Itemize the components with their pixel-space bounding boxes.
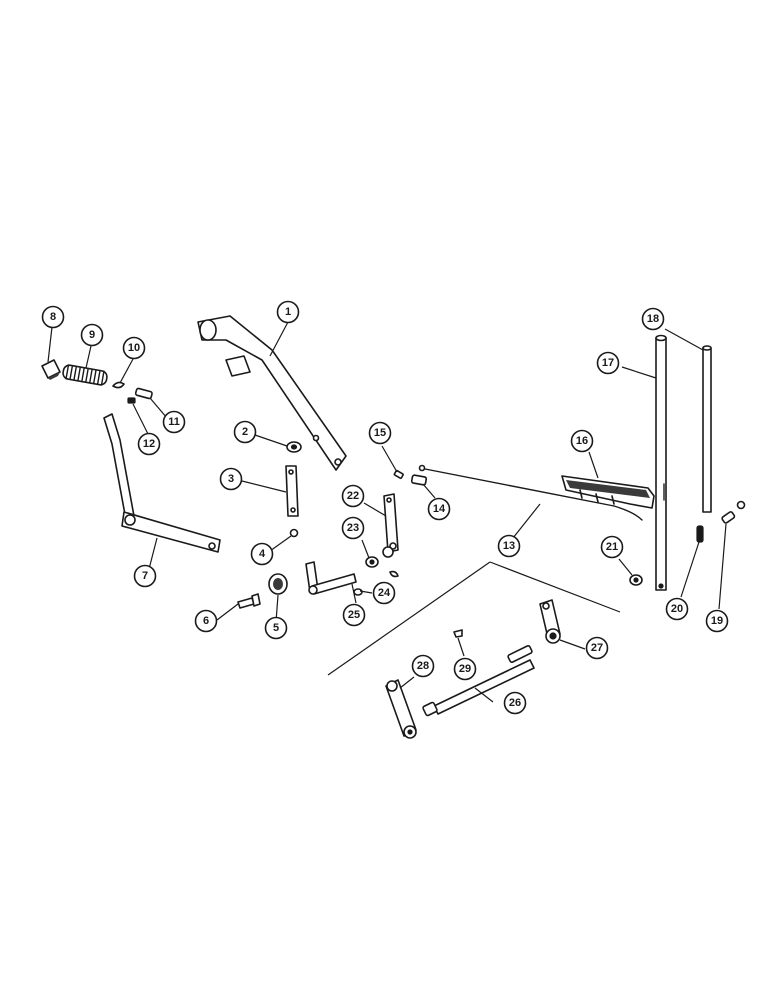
callout-21-label: 21 bbox=[606, 541, 618, 553]
callout-5-label: 5 bbox=[273, 622, 279, 634]
part-23-nut bbox=[365, 556, 379, 568]
callout-8-label: 8 bbox=[50, 311, 56, 323]
part-29-key bbox=[453, 629, 463, 638]
part-8-cap bbox=[41, 359, 61, 380]
callout-22: 22 bbox=[341, 484, 365, 508]
callout-14: 14 bbox=[427, 497, 451, 521]
callout-11: 11 bbox=[162, 410, 186, 434]
part-3-link bbox=[285, 465, 299, 517]
callout-12: 12 bbox=[137, 432, 161, 456]
part-27-crank bbox=[539, 599, 561, 644]
part-11-pin bbox=[134, 387, 153, 400]
callout-27: 27 bbox=[585, 636, 609, 660]
callout-27-label: 27 bbox=[591, 642, 603, 654]
separator-lines bbox=[327, 561, 621, 676]
callout-18-label: 18 bbox=[647, 313, 659, 325]
callout-2: 2 bbox=[233, 420, 257, 444]
part-20-spring bbox=[696, 525, 704, 543]
part-19-pin bbox=[721, 500, 746, 524]
part-28-crank bbox=[385, 679, 417, 739]
callout-24: 24 bbox=[372, 581, 396, 605]
callout-12-label: 12 bbox=[143, 438, 155, 450]
part-4-nut bbox=[289, 528, 299, 538]
callout-14-label: 14 bbox=[433, 503, 446, 515]
callout-15: 15 bbox=[368, 421, 392, 445]
callout-4-label: 4 bbox=[259, 548, 266, 560]
callout-13-label: 13 bbox=[503, 540, 515, 552]
callout-1: 1 bbox=[276, 300, 300, 324]
callout-19-label: 19 bbox=[711, 615, 723, 627]
callout-24-label: 24 bbox=[378, 587, 391, 599]
callout-9-label: 9 bbox=[89, 329, 95, 341]
part-18-tube bbox=[702, 345, 712, 513]
callout-17-label: 17 bbox=[602, 357, 614, 369]
callout-11-label: 11 bbox=[168, 416, 180, 428]
callout-25-label: 25 bbox=[348, 609, 360, 621]
callout-7-label: 7 bbox=[142, 570, 148, 582]
part-10-clip bbox=[112, 381, 125, 389]
callout-29: 29 bbox=[453, 657, 477, 681]
callout-15-label: 15 bbox=[374, 427, 386, 439]
callout-20: 20 bbox=[665, 597, 689, 621]
leader-lines bbox=[47, 321, 727, 703]
callout-6-label: 6 bbox=[203, 615, 209, 627]
callout-7: 7 bbox=[133, 564, 157, 588]
callout-22-label: 22 bbox=[347, 490, 359, 502]
callout-28: 28 bbox=[411, 654, 435, 678]
part-2-washer bbox=[286, 441, 302, 453]
callout-6: 6 bbox=[194, 609, 218, 633]
part-22-crank bbox=[382, 493, 399, 558]
callout-13: 13 bbox=[497, 534, 521, 558]
callout-5: 5 bbox=[264, 616, 288, 640]
callout-17: 17 bbox=[596, 351, 620, 375]
callout-10: 10 bbox=[122, 336, 146, 360]
part-15-pin bbox=[393, 469, 404, 480]
callout-4: 4 bbox=[250, 542, 274, 566]
callout-1-label: 1 bbox=[285, 306, 291, 318]
callout-26-label: 26 bbox=[509, 697, 521, 709]
part-16-bracket bbox=[561, 475, 655, 509]
part-25-crank bbox=[305, 561, 357, 595]
callout-3: 3 bbox=[219, 467, 243, 491]
part-12-pin bbox=[127, 397, 136, 404]
callout-9: 9 bbox=[80, 323, 104, 347]
callout-2-label: 2 bbox=[242, 426, 248, 438]
part-6-bolt bbox=[237, 593, 261, 609]
part-7-lever bbox=[103, 413, 221, 553]
callout-19: 19 bbox=[705, 609, 729, 633]
callout-3-label: 3 bbox=[228, 473, 234, 485]
callout-8: 8 bbox=[41, 305, 65, 329]
part-14-clevis bbox=[410, 474, 428, 486]
callout-16: 16 bbox=[570, 429, 594, 453]
callout-21: 21 bbox=[600, 535, 624, 559]
callout-28-label: 28 bbox=[417, 660, 429, 672]
part-26-shaft bbox=[422, 645, 535, 717]
part-13-rod bbox=[418, 464, 643, 521]
callout-29-label: 29 bbox=[459, 663, 471, 675]
part-1-arm bbox=[197, 315, 347, 471]
part-17-tube bbox=[655, 334, 667, 591]
callout-10-label: 10 bbox=[128, 342, 140, 354]
callout-26: 26 bbox=[503, 691, 527, 715]
callout-23: 23 bbox=[341, 516, 365, 540]
part-5-bushing bbox=[268, 573, 288, 595]
part-21-washer bbox=[629, 574, 643, 586]
part-9-spring bbox=[62, 364, 108, 386]
callout-18: 18 bbox=[641, 307, 665, 331]
callout-20-label: 20 bbox=[671, 603, 683, 615]
callout-25: 25 bbox=[342, 603, 366, 627]
callout-23-label: 23 bbox=[347, 522, 359, 534]
callout-16-label: 16 bbox=[576, 435, 588, 447]
